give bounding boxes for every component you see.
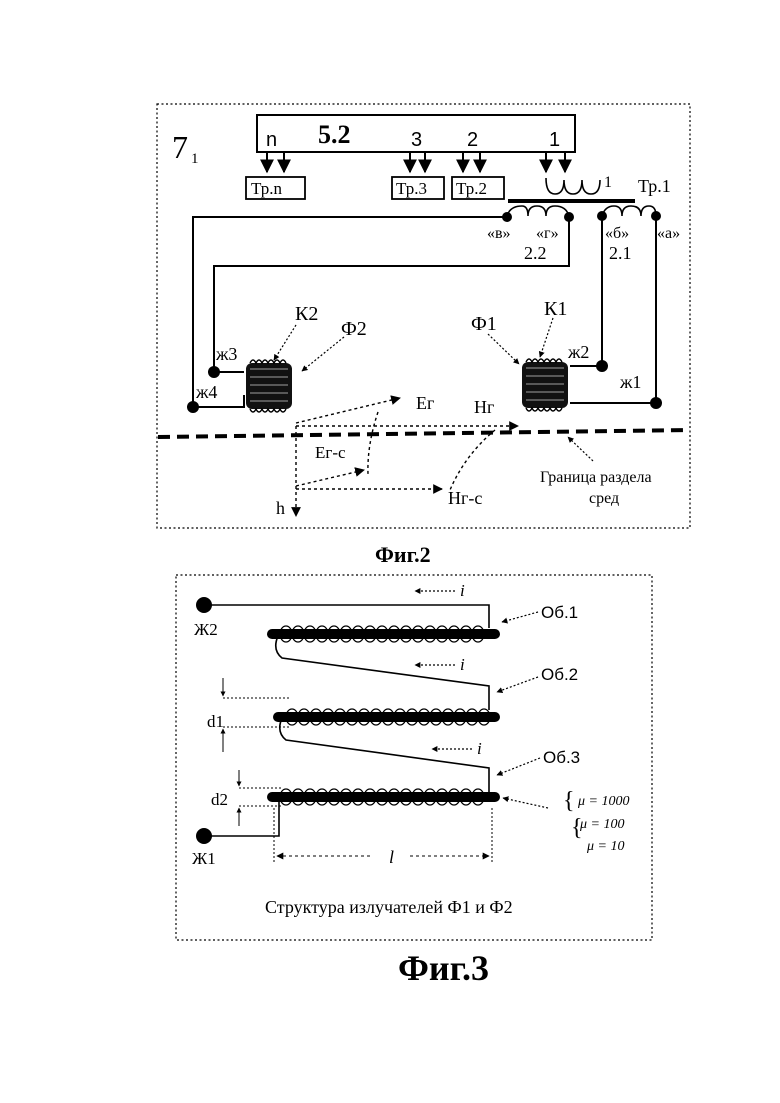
zh2-terminal-dot — [196, 597, 212, 613]
boundary-leader — [568, 437, 593, 461]
zh1-terminal-label: Ж1 — [192, 849, 216, 868]
transformer-label-n: Тр.n — [251, 179, 282, 198]
eg-s-label: Ег-с — [315, 443, 346, 462]
coil-2-1 — [602, 206, 656, 216]
winding-label-ob3: Об.3 — [543, 748, 580, 767]
emitter-f1 — [522, 359, 568, 411]
boundary-label-line1: Граница раздела — [540, 469, 652, 486]
fig3-caption: Фиг.3 — [398, 948, 489, 988]
output-label-3: 3 — [411, 129, 422, 151]
leader-lines — [274, 318, 553, 371]
winding-ob3 — [272, 789, 495, 805]
terminal-g-label: «г» — [536, 225, 559, 242]
tr1-label: Тр.1 — [638, 176, 671, 196]
emitter-f2 — [246, 360, 292, 412]
output-label-2: 2 — [467, 129, 478, 151]
output-label-n: n — [266, 129, 277, 151]
zh1-terminal-dot — [196, 828, 212, 844]
figure-2: 7 1 5.2 n 3 2 1 Тр.n Тр.3 Тр.2 1 Тр. — [157, 104, 690, 567]
depth-label: h — [276, 498, 285, 518]
media-boundary — [158, 430, 690, 437]
mu-1000: μ = 1000 — [577, 794, 629, 809]
fig2-frame — [157, 104, 690, 528]
terminal-v-label: «в» — [487, 225, 511, 242]
mu-brace: { — [563, 788, 575, 814]
panel-label: 7 — [172, 129, 188, 165]
block-5-2-label: 5.2 — [318, 120, 351, 149]
transformer-label-3: Тр.3 — [396, 179, 427, 198]
panel-label-sub: 1 — [191, 151, 199, 167]
dimension-lines — [223, 678, 492, 862]
terminal-b-label: «б» — [605, 225, 629, 242]
figure-3: Ж2 Ж1 i i i Об.1 — [176, 575, 652, 988]
coil-2-2-label: 2.2 — [524, 243, 547, 263]
zh2-label: ж2 — [567, 342, 589, 362]
terminal-a-label: «а» — [657, 225, 680, 242]
zh3-label: ж3 — [215, 344, 237, 364]
coil-2-2 — [507, 206, 569, 216]
zh1-dot — [650, 397, 662, 409]
length-label: l — [389, 847, 394, 867]
tr1-primary-coil — [546, 178, 600, 194]
hg-label: Нг — [474, 397, 494, 417]
zh3-dot — [208, 366, 220, 378]
zh2-terminal-label: Ж2 — [194, 620, 218, 639]
boundary-label-line2: сред — [589, 490, 619, 507]
zh1-label: ж1 — [619, 372, 641, 392]
winding-ob1 — [272, 626, 495, 642]
current-label-2: i — [460, 655, 465, 674]
fig2-caption: Фиг.2 — [375, 542, 431, 567]
current-label-3: i — [477, 739, 482, 758]
transformer-label-2: Тр.2 — [456, 179, 487, 198]
d1-label: d1 — [207, 712, 224, 731]
zh2-dot — [596, 360, 608, 372]
tr1-primary-label: 1 — [604, 174, 612, 191]
winding-label-ob2: Об.2 — [541, 665, 578, 684]
mu-10: μ = 10 — [586, 839, 624, 854]
zh4-dot — [187, 401, 199, 413]
winding-label-ob1: Об.1 — [541, 603, 578, 622]
structure-caption: Структура излучателей Ф1 и Ф2 — [265, 897, 513, 917]
eg-label: Ег — [416, 393, 434, 413]
current-label-1: i — [460, 581, 465, 600]
zh4-label: ж4 — [195, 382, 217, 402]
winding-ob2 — [278, 709, 495, 725]
k1-label: К1 — [544, 298, 567, 320]
f2-label: Ф2 — [341, 318, 367, 340]
output-label-1: 1 — [549, 129, 560, 151]
d2-label: d2 — [211, 790, 228, 809]
coil-2-1-label: 2.1 — [609, 243, 632, 263]
winding-leaders — [497, 612, 548, 808]
f1-label: Ф1 — [471, 313, 497, 335]
hg-s-label: Нг-с — [448, 488, 482, 508]
k2-label: К2 — [295, 303, 318, 325]
output-arrows — [267, 152, 565, 172]
mu-100: μ = 100 — [579, 817, 624, 832]
